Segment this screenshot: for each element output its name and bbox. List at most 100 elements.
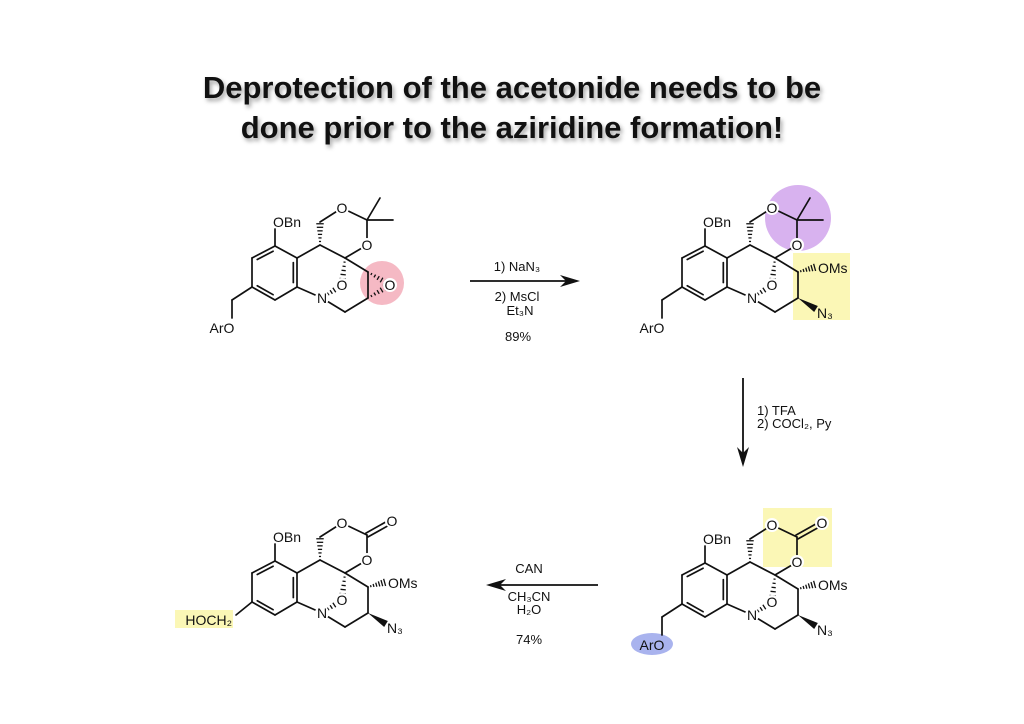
obn-label: OBn — [273, 529, 301, 545]
azide-label: N₃ — [817, 305, 833, 321]
hash-line — [332, 287, 337, 293]
bridge-oxygen-bg — [765, 595, 779, 609]
bond — [749, 561, 776, 576]
hash-line — [326, 607, 330, 611]
bond — [274, 601, 298, 616]
hash-line — [373, 274, 377, 278]
bond — [681, 245, 706, 259]
azide-label: N₃ — [817, 622, 833, 638]
hoch2-label: HOCH₂ — [185, 612, 232, 628]
hash-line — [370, 294, 373, 298]
ring-oxygen-bg — [765, 201, 779, 215]
bond — [661, 286, 683, 301]
hashed-bond — [799, 580, 817, 590]
hash-line — [756, 292, 760, 296]
bond — [749, 244, 776, 259]
hash-line — [379, 287, 384, 293]
obn-label: OBn — [703, 531, 731, 547]
hash-line — [762, 287, 767, 293]
bond — [704, 286, 728, 301]
epoxide-highlight — [360, 261, 404, 305]
nitrogen-bg — [315, 291, 329, 305]
ring-oxygen-bg — [765, 518, 779, 532]
wedge-bond — [798, 298, 818, 312]
step2-reagent-2: 2) COCl₂, Py — [757, 416, 832, 431]
bond — [296, 559, 321, 574]
hash-line — [799, 587, 802, 590]
hash-line — [372, 583, 375, 588]
bond — [251, 286, 276, 301]
hash-line — [326, 292, 330, 296]
hash-line — [759, 606, 763, 612]
oms-label: OMs — [818, 577, 848, 593]
hashed-bond — [746, 223, 754, 243]
ring-oxygen: O — [767, 517, 778, 533]
nitrogen: N — [317, 605, 327, 621]
wedge-bond — [798, 615, 818, 629]
aro-label: ArO — [210, 320, 235, 336]
step3-reagent-1: CAN — [515, 561, 542, 576]
obn-label: OBn — [273, 214, 301, 230]
bond — [366, 197, 381, 221]
bond — [344, 297, 369, 313]
bridge-oxygen-bg — [765, 278, 779, 292]
hash-line — [807, 583, 811, 589]
bond — [704, 245, 728, 259]
step1-reagent-2: 2) MsCl — [495, 289, 540, 304]
bridge-oxygen-bg — [335, 593, 349, 607]
ring-oxygen: O — [337, 200, 348, 216]
bond — [251, 245, 276, 259]
bond — [774, 257, 799, 273]
double-bond-line — [686, 284, 704, 296]
title-line-2: done prior to the aziridine formation! — [240, 110, 784, 145]
step1-reagent-3: Et₃N — [507, 303, 534, 318]
hash-line — [370, 272, 373, 276]
double-bond-line — [686, 601, 704, 613]
ring-oxygen: O — [767, 200, 778, 216]
title-line-1: Deprotection of the acetonide needs to b… — [202, 70, 822, 105]
azide-label: N₃ — [387, 620, 403, 636]
arrow-head-icon — [486, 579, 506, 591]
bond — [274, 286, 298, 301]
hash-line — [375, 582, 378, 587]
bond — [796, 197, 811, 221]
bond — [251, 560, 276, 574]
nitrogen-bg — [315, 606, 329, 620]
step1-reagent-1: 1) NaN₃ — [494, 259, 540, 274]
hash-line — [373, 292, 377, 296]
hash-line — [377, 581, 381, 587]
ring-oxygen: O — [337, 515, 348, 531]
ring-oxygen-bg — [790, 555, 804, 569]
carbonyl-oxygen: O — [817, 515, 828, 531]
bond — [681, 562, 706, 576]
hashed-bond — [746, 540, 754, 560]
double-bond-line — [256, 565, 274, 576]
ring-oxygen-bg — [335, 201, 349, 215]
hoch2-highlight — [175, 610, 233, 628]
aro-label: ArO — [640, 637, 665, 653]
bond — [319, 559, 346, 574]
bond — [704, 603, 728, 618]
step3-reagent-3: H₂O — [517, 602, 542, 617]
epoxide-oxygen: O — [385, 277, 396, 293]
hash-line — [805, 584, 808, 589]
hash-line — [802, 585, 805, 590]
step3-yield: 74% — [516, 632, 542, 647]
nitrogen-bg — [745, 291, 759, 305]
hash-line — [762, 604, 767, 610]
hash-line — [369, 585, 372, 588]
carbonyl-oxygen-bg — [815, 516, 829, 530]
bond — [251, 601, 276, 616]
bond — [681, 603, 706, 618]
bridge-oxygen: O — [337, 277, 348, 293]
hash-line — [810, 581, 814, 589]
oms-azide-highlight — [793, 253, 850, 320]
ring-oxygen: O — [792, 237, 803, 253]
bridge-oxygen-bg — [335, 278, 349, 292]
hash-line — [802, 268, 805, 273]
bond — [774, 574, 799, 590]
